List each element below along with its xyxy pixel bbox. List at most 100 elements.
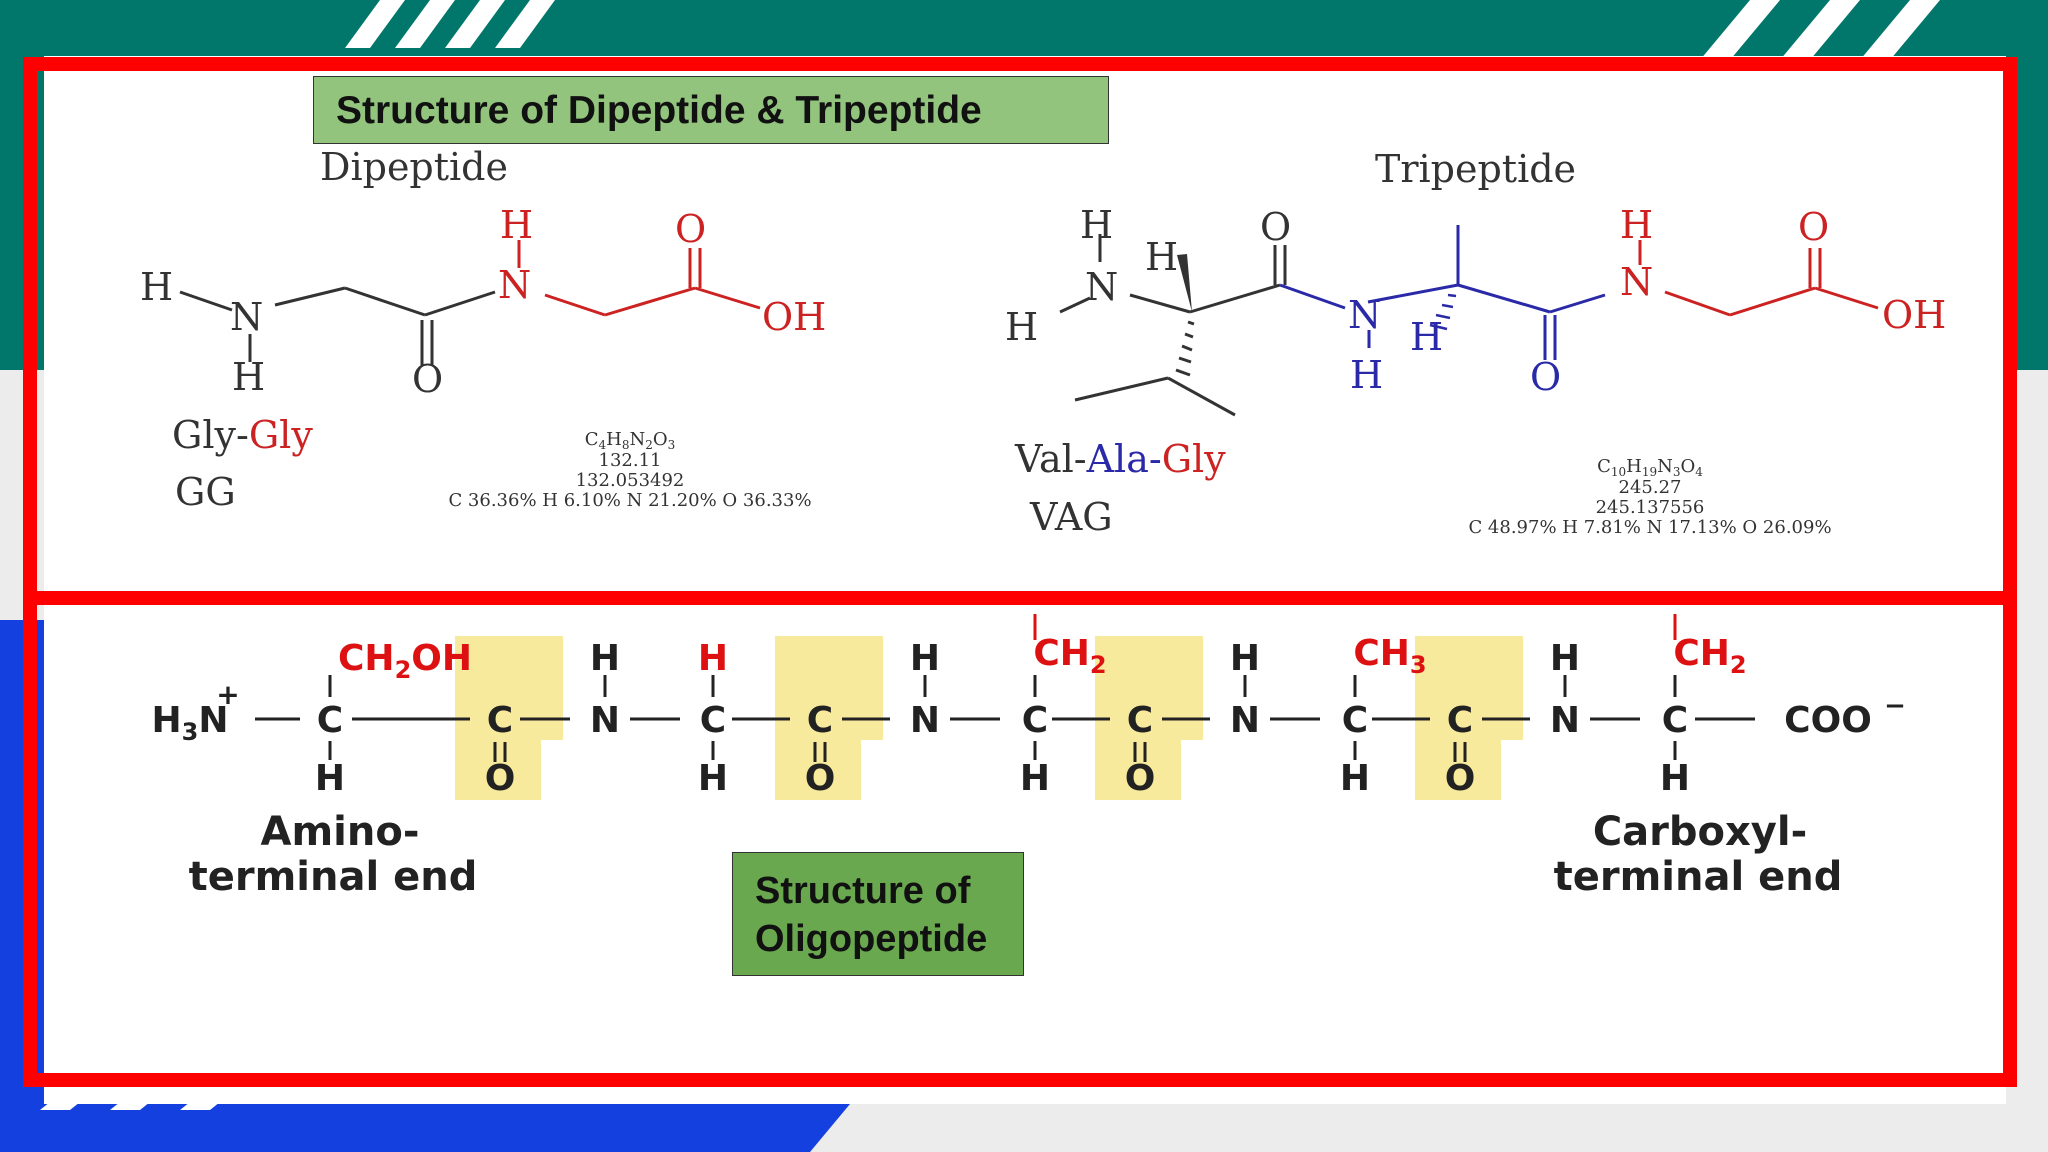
atom-c: C [1662, 700, 1688, 741]
tripeptide-composition: C 48.97% H 7.81% N 17.13% O 26.09% [1468, 517, 1831, 538]
tripeptide-mass: 245.27 [1619, 477, 1682, 498]
side-chain-ch2: CH2 [1673, 633, 1746, 679]
residue-val: Val- [1014, 437, 1087, 481]
atom-h: H [1660, 758, 1690, 799]
atom-c: C [317, 700, 343, 741]
carboxyl-terminal-label: Carboxyl- [1593, 809, 1807, 855]
stripe [1860, 0, 1940, 60]
residue-gly: Gly [249, 413, 314, 457]
peptide-bond-highlight [1095, 636, 1203, 800]
dipeptide-atoms-black: H N H O [140, 265, 443, 401]
atom-c: C [1022, 700, 1048, 741]
atom-h: H [315, 758, 345, 799]
hash-bond [1429, 293, 1457, 331]
bottom-frame [23, 591, 2017, 1087]
atom-h: H [1230, 638, 1260, 679]
peptide-bond-highlights [455, 636, 1523, 800]
dipeptide-composition: C 36.36% H 6.10% N 21.20% O 36.33% [448, 490, 811, 511]
title-oligopeptide-line: Oligopeptide [755, 918, 988, 960]
title-dipeptide-tripeptide: Structure of Dipeptide & Tripeptide [313, 76, 1109, 144]
dipeptide-exact-mass: 132.053492 [576, 470, 685, 491]
tripeptide-bonds-red [1638, 240, 1879, 317]
dipeptide-bonds-red [517, 240, 761, 317]
dipeptide-mass: 132.11 [599, 450, 662, 471]
wedge-bond [1177, 254, 1192, 312]
peptide-bond-highlight [455, 636, 563, 800]
tripeptide-atoms-red: H N O OH [1620, 203, 1946, 337]
atom-n: N [1230, 700, 1260, 741]
side-chain-ch2oh: CH2OH [338, 638, 472, 684]
atom-h: H [1080, 203, 1113, 247]
tripeptide-code: VAG [1029, 495, 1113, 539]
atom-h: H [1340, 758, 1370, 799]
atom-h: H [500, 203, 533, 247]
amino-terminal-label: Amino- [261, 809, 420, 855]
tripeptide-bonds-blue [1279, 225, 1606, 360]
atom-o: O [412, 357, 443, 401]
dipeptide-structure: Dipeptide H N H O H N O OH [140, 145, 826, 514]
oligopeptide-atoms: H3N + C H C O N H C H C O N H C H C O N … [152, 638, 1906, 799]
atom-n: N [590, 700, 620, 741]
atom-h: H [1020, 758, 1050, 799]
terminal-labels: Amino- terminal end Carboxyl- terminal e… [189, 809, 1843, 900]
oligopeptide-bonds [255, 675, 1755, 762]
amino-terminal-label: terminal end [189, 854, 478, 900]
atom-c: C [1127, 700, 1153, 741]
stripe [395, 0, 455, 48]
atom-o: O [675, 207, 706, 251]
stripe [1780, 0, 1860, 60]
atom-h: H [1145, 235, 1178, 279]
atom-o: O [1798, 205, 1829, 249]
atom-h: H [140, 265, 173, 309]
atom-oh: OH [762, 295, 826, 339]
oligopeptide-structure: H3N + C H C O N H C H C O N H C H C O N … [152, 614, 1906, 900]
dipeptide-name: Gly-Gly [172, 413, 313, 457]
side-chain-ch2: CH2 [1033, 633, 1106, 679]
atom-c: C [1342, 700, 1368, 741]
atom-c: C [1447, 700, 1473, 741]
amino-group: H3N [152, 700, 229, 746]
minus-charge: − [1884, 691, 1906, 721]
dipeptide-code: GG [175, 470, 236, 514]
title-oligopeptide: Structure of Oligopeptide [732, 852, 1024, 976]
atom-n: N [910, 700, 940, 741]
stripe [345, 0, 405, 48]
carboxylate-group: COO [1784, 700, 1872, 741]
dipeptide-heading: Dipeptide [320, 145, 508, 189]
atom-o: O [805, 758, 836, 799]
atom-h: H [1410, 315, 1443, 359]
atom-o: O [1125, 758, 1156, 799]
atom-o: O [485, 758, 516, 799]
tripeptide-bonds-black [1059, 234, 1287, 417]
atom-o: O [1445, 758, 1476, 799]
tripeptide-structure: Tripeptide [1005, 147, 1946, 539]
atom-o: O [1530, 355, 1561, 399]
atom-c: C [700, 700, 726, 741]
peptide-bond-highlight [1415, 636, 1523, 800]
atom-h: H [1350, 353, 1383, 397]
residue-ala: Ala- [1086, 437, 1162, 481]
atom-oh: OH [1882, 293, 1946, 337]
tripeptide-exact-mass: 245.137556 [1596, 497, 1705, 518]
atom-o: O [1260, 205, 1291, 249]
residue-gly: Gly [1162, 437, 1227, 481]
dipeptide-bonds-black [179, 286, 496, 365]
atom-n: N [1550, 700, 1580, 741]
dipeptide-atoms-red: H N O OH [498, 203, 826, 339]
atom-n: N [1620, 260, 1653, 304]
dipeptide-properties: C4H8N2O3 132.11 132.053492 C 36.36% H 6.… [448, 429, 811, 511]
atom-n: N [1085, 265, 1118, 309]
dipeptide-formula: C4H8N2O3 [585, 429, 676, 452]
atom-h: H [1550, 638, 1580, 679]
atom-h: H [698, 758, 728, 799]
tripeptide-atoms-blue: N H H O [1348, 293, 1561, 399]
atom-n: N [498, 263, 531, 307]
carboxyl-terminal-label: terminal end [1554, 854, 1843, 900]
atom-h: H [590, 638, 620, 679]
tripeptide-name: Val-Ala-Gly [1014, 437, 1226, 481]
residue-gly: Gly- [172, 413, 249, 457]
atom-c: C [487, 700, 513, 741]
side-chain-bonds [1033, 614, 1677, 640]
